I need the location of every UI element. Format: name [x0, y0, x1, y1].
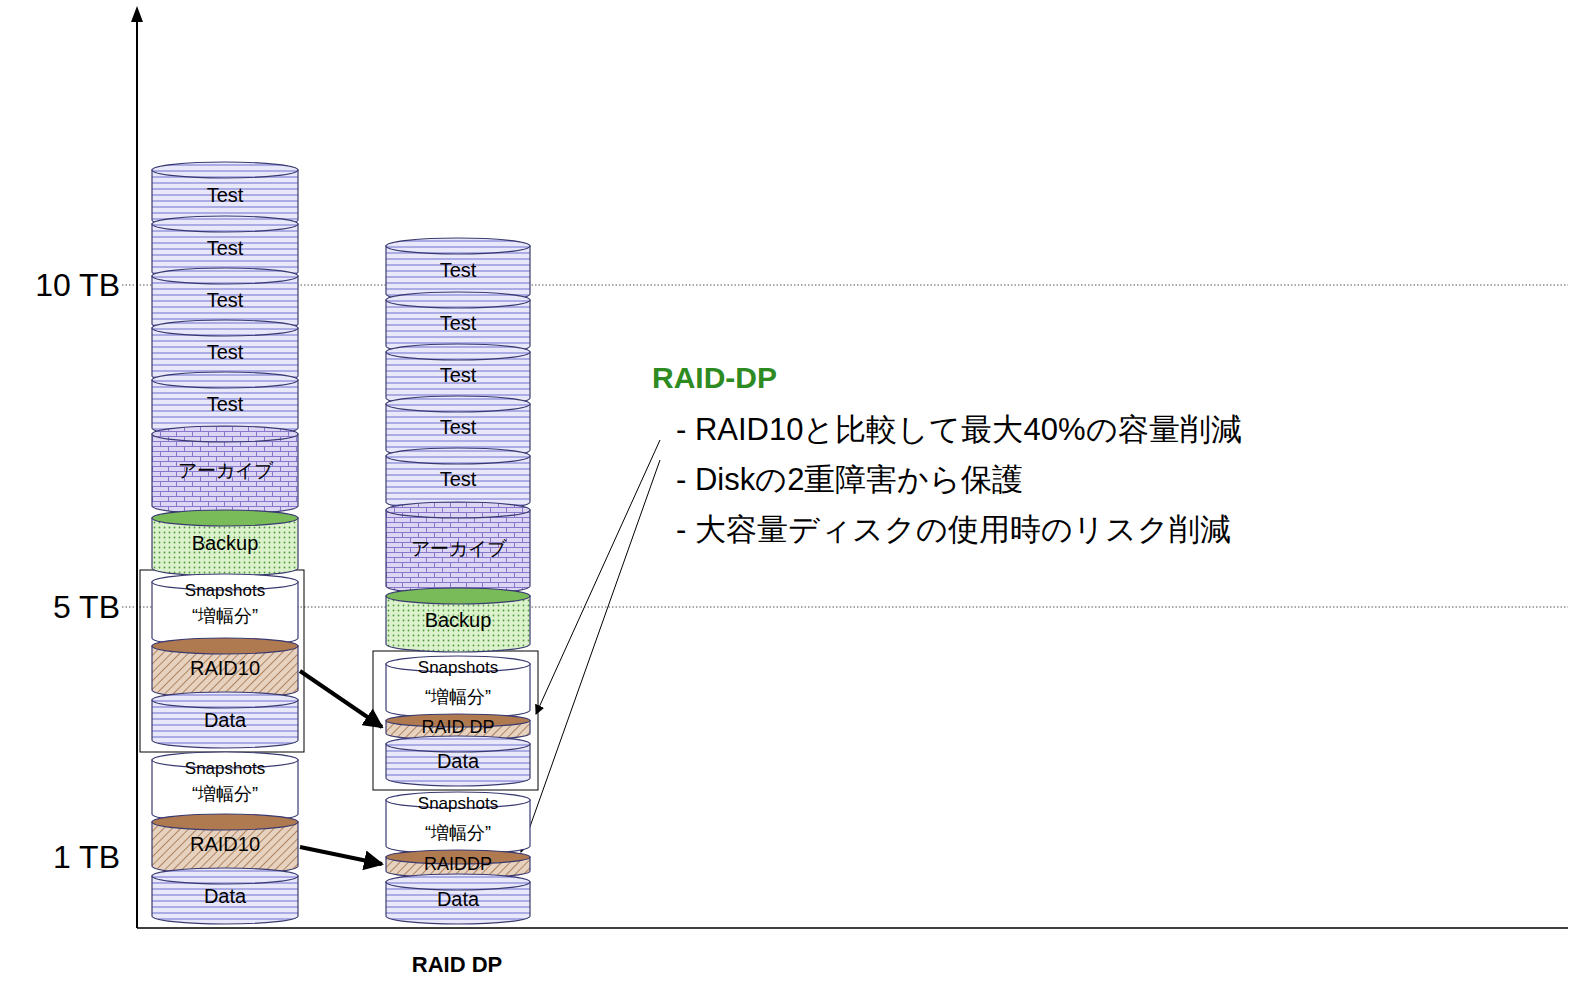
migration-arrow [300, 847, 382, 864]
storage-cylinder: Data [386, 736, 530, 786]
cylinder-label: Test [440, 467, 477, 491]
growth-note: “増幅分” [192, 604, 258, 628]
cylinder-label: Test [440, 415, 477, 439]
growth-note: “増幅分” [425, 821, 491, 845]
axis-tick-label: 5 TB [0, 588, 120, 626]
axis-tick-label: 10 TB [0, 266, 120, 304]
callout-bullet: - 大容量ディスクの使用時のリスク削減 [676, 511, 1231, 548]
cylinder-label: Backup [192, 531, 259, 555]
growth-note: “増幅分” [425, 685, 491, 709]
cylinder-label: Test [440, 258, 477, 282]
cylinder-label: RAID10 [190, 656, 260, 680]
cylinder-label: Test [440, 311, 477, 335]
callout-bullet: - Diskの2重障害から保護 [676, 461, 1023, 498]
storage-cylinder: RAID10 [152, 638, 298, 698]
cylinder-label: Snapshots [185, 582, 265, 600]
cylinder-label: Test [207, 183, 244, 207]
cylinder-label: Test [207, 340, 244, 364]
cylinder-label: Data [204, 884, 246, 908]
cylinder-label: Data [437, 887, 479, 911]
cylinder-label: RAID DP [421, 716, 494, 738]
growth-note: “増幅分” [192, 782, 258, 806]
storage-cylinder: RAID DP [386, 714, 530, 740]
storage-cylinder: Snapshots “増幅分” [152, 574, 298, 646]
storage-cylinder: Data [386, 874, 530, 924]
migration-arrow [300, 671, 382, 727]
storage-cylinder: Test [386, 448, 530, 510]
storage-cylinder: RAID10 [152, 814, 298, 874]
cylinder-label: Snapshots [185, 760, 265, 778]
callout-heading: RAID-DP [652, 360, 777, 396]
storage-cylinder: Snapshots “増幅分” [386, 792, 530, 854]
storage-cylinder: Backup [386, 588, 530, 652]
axis-caption: RAID DP [357, 951, 557, 979]
storage-cylinder: Snapshots “増幅分” [386, 656, 530, 718]
cylinder-label: Snapshots [418, 795, 498, 813]
storage-cylinder: アーカイブ [386, 502, 530, 594]
storage-cylinder: Snapshots “増幅分” [152, 752, 298, 822]
cylinder-label: Snapshots [418, 659, 498, 677]
cylinder-label: Test [440, 363, 477, 387]
cylinder-label: Data [437, 749, 479, 773]
cylinder-label: Test [207, 236, 244, 260]
cylinder-label: アーカイブ [411, 537, 506, 560]
storage-cylinder: Data [152, 868, 298, 924]
storage-cylinder: Data [152, 692, 298, 748]
storage-cylinder: アーカイブ [152, 426, 298, 514]
cylinder-label: RAIDDP [424, 853, 492, 875]
storage-cylinder: RAIDDP [386, 850, 530, 878]
cylinder-label: アーカイブ [178, 459, 273, 482]
cylinder-label: Backup [425, 608, 492, 632]
cylinder-label: Data [204, 708, 246, 732]
storage-cylinder: Backup [152, 510, 298, 576]
callout-bullet: - RAID10と比較して最大40%の容量削減 [676, 411, 1242, 448]
cylinder-label: RAID10 [190, 832, 260, 856]
cylinder-label: Test [207, 288, 244, 312]
cylinder-label: Test [207, 392, 244, 416]
axis-tick-label: 1 TB [0, 838, 120, 876]
